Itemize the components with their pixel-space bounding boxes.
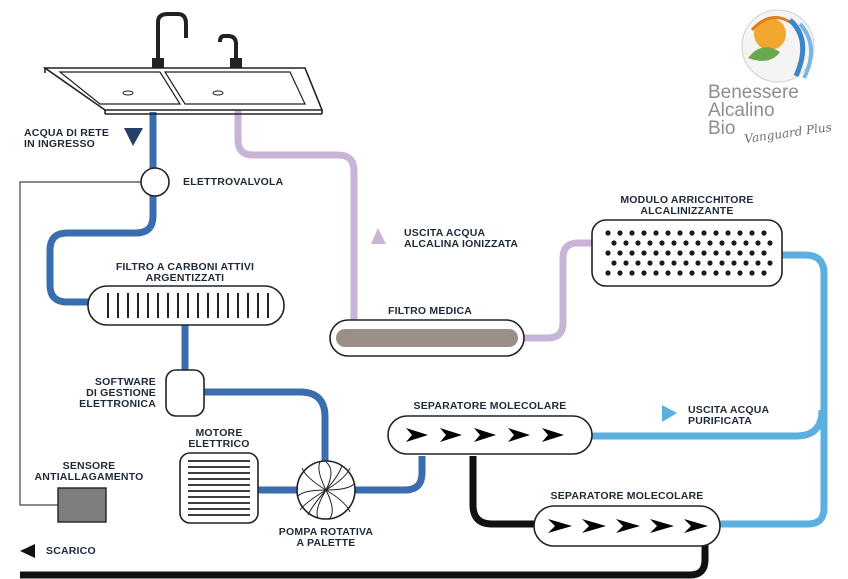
motore-elettrico bbox=[179, 452, 259, 524]
filtro-medica bbox=[329, 319, 525, 357]
arrow-down-icon bbox=[124, 128, 143, 146]
arrow-right-icon bbox=[662, 405, 677, 422]
faucet-main-icon bbox=[156, 12, 188, 66]
filtro-carboni bbox=[87, 285, 285, 326]
purified-pipe-loop bbox=[718, 251, 828, 528]
label-elettrovalvola: ELETTROVALVOLA bbox=[183, 176, 284, 188]
sensor-wire bbox=[19, 181, 142, 506]
pompa-rotativa-icon bbox=[296, 460, 356, 520]
label-scarico: SCARICO bbox=[46, 545, 96, 557]
drain-pipe-1 bbox=[469, 456, 534, 528]
alkaline-pipe-sink bbox=[234, 108, 358, 324]
modulo-arricchitore bbox=[591, 219, 783, 287]
purified-pipe-out bbox=[592, 409, 826, 440]
sink bbox=[42, 67, 324, 115]
elettrovalvola-icon bbox=[140, 167, 170, 197]
tap-water-pipe-3 bbox=[181, 325, 329, 470]
separatore-molecolare-2 bbox=[533, 505, 721, 547]
logo-line-2: Alcalino bbox=[708, 100, 775, 121]
logo-line-1: Benessere bbox=[708, 82, 799, 103]
tap-water-pipe-5 bbox=[352, 456, 426, 494]
faucet-alkaline-icon bbox=[218, 34, 238, 66]
arrow-up-icon bbox=[371, 228, 386, 244]
logo-line-3: Bio bbox=[708, 118, 736, 139]
logo-emblem bbox=[741, 9, 815, 83]
separatore-molecolare-1 bbox=[387, 415, 593, 455]
software-module bbox=[165, 369, 205, 417]
label-separatore-1: SEPARATORE MOLECOLARE bbox=[413, 400, 567, 412]
tap-water-pipe-2 bbox=[46, 196, 157, 306]
label-filtro-medica: FILTRO MEDICA bbox=[387, 305, 473, 317]
label-separatore-2: SEPARATORE MOLECOLARE bbox=[550, 490, 704, 502]
drain-pipe-2 bbox=[20, 545, 709, 579]
sensore-antiallagamento-icon bbox=[57, 487, 107, 523]
alkaline-pipe-medica bbox=[524, 239, 600, 342]
arrow-left-icon bbox=[20, 544, 35, 558]
